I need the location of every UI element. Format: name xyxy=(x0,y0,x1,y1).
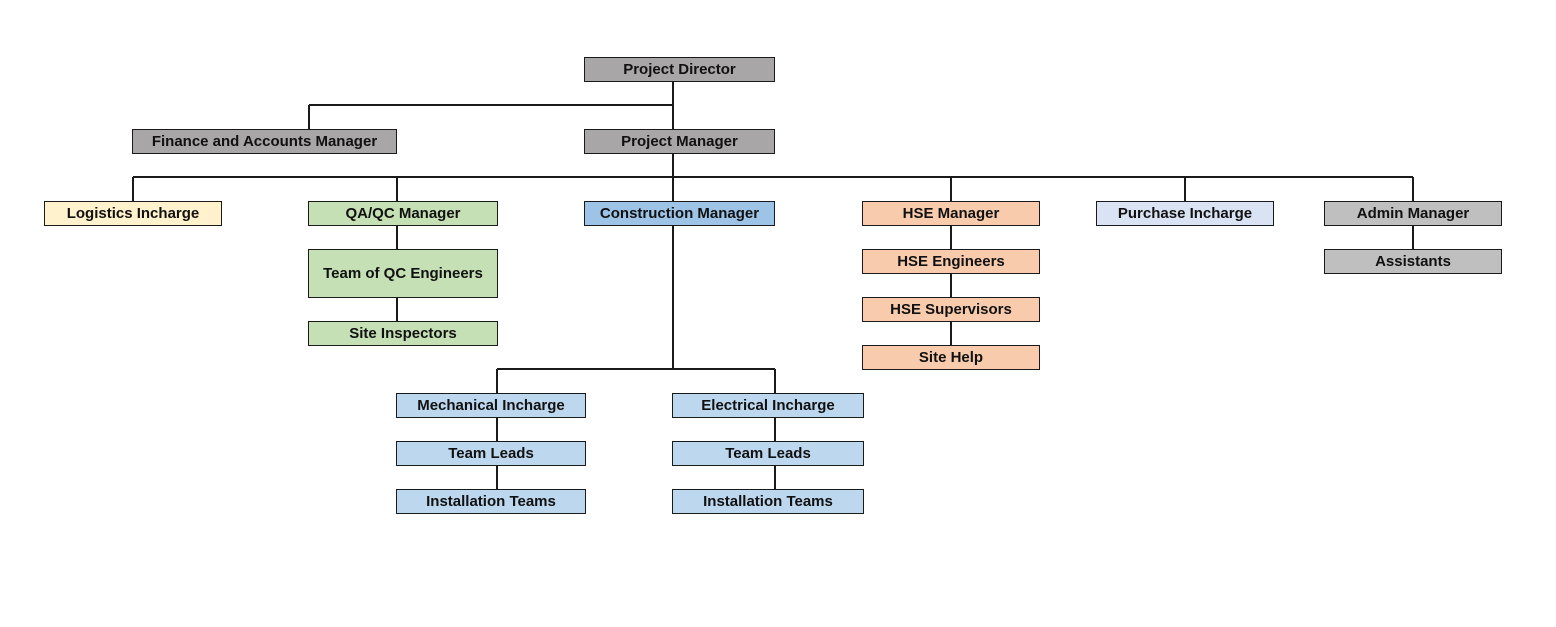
node-assistants: Assistants xyxy=(1324,249,1502,274)
node-construction-manager: Construction Manager xyxy=(584,201,775,226)
node-mechanical-team-leads: Team Leads xyxy=(396,441,586,466)
node-site-help: Site Help xyxy=(862,345,1040,370)
node-mechanical-incharge: Mechanical Incharge xyxy=(396,393,586,418)
node-hse-supervisors: HSE Supervisors xyxy=(862,297,1040,322)
node-hse-engineers: HSE Engineers xyxy=(862,249,1040,274)
node-project-director: Project Director xyxy=(584,57,775,82)
node-project-manager: Project Manager xyxy=(584,129,775,154)
node-qc-engineers: Team of QC Engineers xyxy=(308,249,498,298)
node-electrical-incharge: Electrical Incharge xyxy=(672,393,864,418)
node-mechanical-installation-teams: Installation Teams xyxy=(396,489,586,514)
node-qaqc-manager: QA/QC Manager xyxy=(308,201,498,226)
node-purchase-incharge: Purchase Incharge xyxy=(1096,201,1274,226)
node-hse-manager: HSE Manager xyxy=(862,201,1040,226)
node-admin-manager: Admin Manager xyxy=(1324,201,1502,226)
node-electrical-installation-teams: Installation Teams xyxy=(672,489,864,514)
node-site-inspectors: Site Inspectors xyxy=(308,321,498,346)
node-finance-accounts-manager: Finance and Accounts Manager xyxy=(132,129,397,154)
node-logistics-incharge: Logistics Incharge xyxy=(44,201,222,226)
node-electrical-team-leads: Team Leads xyxy=(672,441,864,466)
